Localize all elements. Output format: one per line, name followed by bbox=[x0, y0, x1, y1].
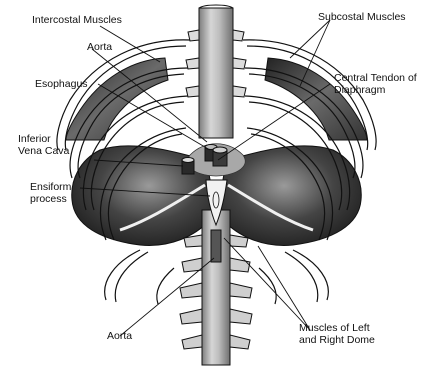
label-ensiform-process-line1: Ensiform bbox=[30, 181, 71, 193]
label-inferior-vena-cava-line1: Inferior bbox=[18, 133, 69, 145]
label-inferior-vena-cava-line2: Vena Cava bbox=[18, 145, 69, 157]
label-aorta-upper: Aorta bbox=[87, 41, 112, 53]
label-ensiform-process: Ensiform process bbox=[30, 181, 71, 205]
label-ensiform-process-line2: process bbox=[30, 193, 71, 205]
label-central-tendon: Central Tendon of Diaphragm bbox=[334, 72, 417, 96]
descending-aorta bbox=[211, 230, 221, 262]
label-central-tendon-line1: Central Tendon of bbox=[334, 72, 417, 84]
label-aorta-lower: Aorta bbox=[107, 330, 132, 342]
label-inferior-vena-cava: Inferior Vena Cava bbox=[18, 133, 69, 157]
label-muscles-left-right-dome: Muscles of Left and Right Dome bbox=[299, 322, 375, 346]
label-esophagus: Esophagus bbox=[35, 78, 88, 90]
label-central-tendon-line2: Diaphragm bbox=[334, 84, 417, 96]
label-muscles-dome-line1: Muscles of Left bbox=[299, 322, 375, 334]
label-muscles-dome-line2: and Right Dome bbox=[299, 334, 375, 346]
label-intercostal-muscles: Intercostal Muscles bbox=[32, 14, 122, 26]
label-subcostal-muscles: Subcostal Muscles bbox=[318, 11, 406, 23]
